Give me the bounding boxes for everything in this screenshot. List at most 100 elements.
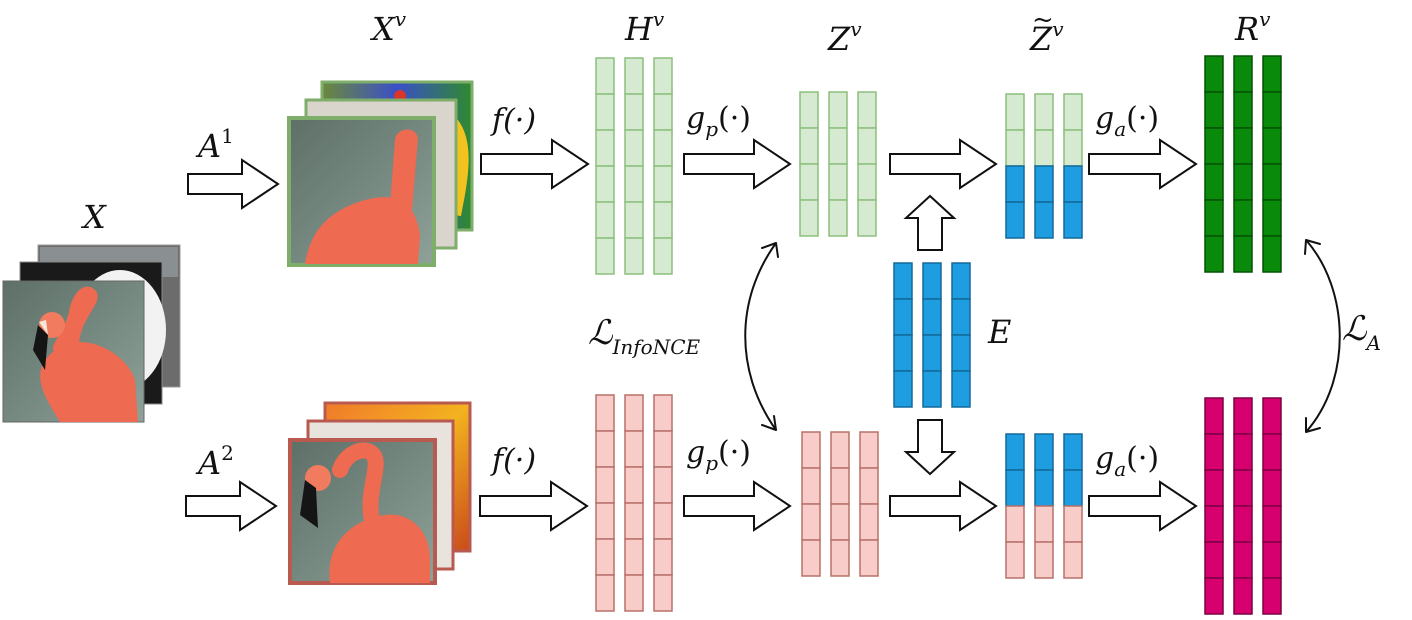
feature-cell [1233, 469, 1253, 507]
feature-cell [1262, 433, 1282, 471]
feature-cell [595, 93, 615, 131]
feature-cell [1034, 433, 1054, 471]
feature-cell [1233, 505, 1253, 543]
feature-cell [857, 199, 877, 237]
feature-cell [1063, 129, 1083, 167]
feature-cell [801, 431, 821, 469]
feature-cell [1005, 433, 1025, 471]
feature-cell [857, 127, 877, 165]
feature-cell [830, 431, 850, 469]
feature-cell [624, 237, 644, 275]
feature-cell [624, 129, 644, 167]
feature-cell [893, 262, 913, 300]
feature-cell [893, 370, 913, 408]
feature-cell [1005, 505, 1025, 543]
projector-arrow-bottom [683, 480, 792, 532]
feature-cell [951, 334, 971, 372]
feature-cell [830, 503, 850, 541]
feature-cell [1233, 235, 1253, 273]
feature-cell [1262, 469, 1282, 507]
feature-cell [1204, 577, 1224, 615]
feature-columns [595, 55, 1282, 615]
feature-cell [624, 538, 644, 576]
feature-cell [1204, 397, 1224, 435]
views-label: Xv [369, 7, 407, 48]
svg-text:Zv: Zv [1029, 17, 1064, 58]
feature-cell [1034, 505, 1054, 543]
alignment-head-arrow-bottom [1088, 480, 1198, 532]
feature-cell [653, 93, 673, 131]
feature-cell [1204, 127, 1224, 165]
feature-cell [1233, 199, 1253, 237]
augmentation-2-label: A2 [195, 441, 234, 482]
encoder-arrow-top [480, 138, 590, 190]
embedding-down-arrow [903, 419, 957, 476]
infonce-double-arrow [744, 242, 779, 431]
feature-cell [653, 574, 673, 612]
feature-cell [1005, 469, 1025, 507]
alignment-head-label-top: ga(·) [1095, 101, 1159, 141]
feature-cell [595, 394, 615, 432]
encoder-arrow-bottom [479, 480, 589, 532]
feature-cell [799, 127, 819, 165]
feature-cell [1005, 541, 1025, 579]
feature-cell [653, 394, 673, 432]
feature-cell [1262, 577, 1282, 615]
feature-cell [893, 334, 913, 372]
feature-cell [1233, 91, 1253, 129]
alignment-loss-label: ℒA [1342, 309, 1381, 355]
feature-cell [859, 431, 879, 469]
feature-cell [1034, 201, 1054, 239]
feature-cell [1204, 235, 1224, 273]
feature-cell [1204, 541, 1224, 579]
feature-cell [1034, 469, 1054, 507]
hidden-column-bottom [595, 394, 673, 612]
feature-cell [595, 165, 615, 203]
feature-cell [830, 539, 850, 577]
feature-cell [624, 201, 644, 239]
feature-cell [595, 57, 615, 95]
feature-cell [595, 538, 615, 576]
hidden-features-label: Hv [624, 7, 665, 48]
feature-cell [1262, 397, 1282, 435]
feature-cell [951, 370, 971, 408]
masked-column-top [1005, 93, 1083, 239]
feature-cell [595, 574, 615, 612]
feature-cell [624, 165, 644, 203]
embedding-up-arrow [903, 194, 957, 251]
projections-label: Zv [827, 17, 862, 58]
feature-cell [653, 237, 673, 275]
feature-cell [1233, 541, 1253, 579]
feature-cell [922, 334, 942, 372]
feature-cell [1063, 541, 1083, 579]
feature-cell [801, 467, 821, 505]
feature-cell [1262, 235, 1282, 273]
feature-cell [624, 93, 644, 131]
feature-cell [1262, 127, 1282, 165]
feature-cell [1204, 163, 1224, 201]
input-label: X [80, 198, 107, 236]
alignment-double-arrow [1304, 239, 1341, 433]
feature-cell [595, 129, 615, 167]
feature-cell [653, 466, 673, 504]
feature-cell [859, 539, 879, 577]
feature-cell [1204, 433, 1224, 471]
feature-cell [1262, 199, 1282, 237]
augmentation-1-label: A1 [195, 124, 234, 165]
feature-cell [624, 502, 644, 540]
feature-cell [1262, 91, 1282, 129]
feature-cell [1063, 433, 1083, 471]
feature-cell [799, 199, 819, 237]
masked-projections-label: ~ Zv [1029, 5, 1064, 58]
feature-cell [1233, 127, 1253, 165]
feature-cell [922, 298, 942, 336]
feature-cell [595, 502, 615, 540]
projection-column-bottom [801, 431, 879, 577]
feature-cell [653, 430, 673, 468]
feature-cell [828, 163, 848, 201]
feature-cell [1262, 505, 1282, 543]
feature-cell [859, 503, 879, 541]
feature-cell [799, 91, 819, 129]
augment-arrow-bottom [185, 480, 278, 532]
feature-cell [1005, 165, 1025, 203]
